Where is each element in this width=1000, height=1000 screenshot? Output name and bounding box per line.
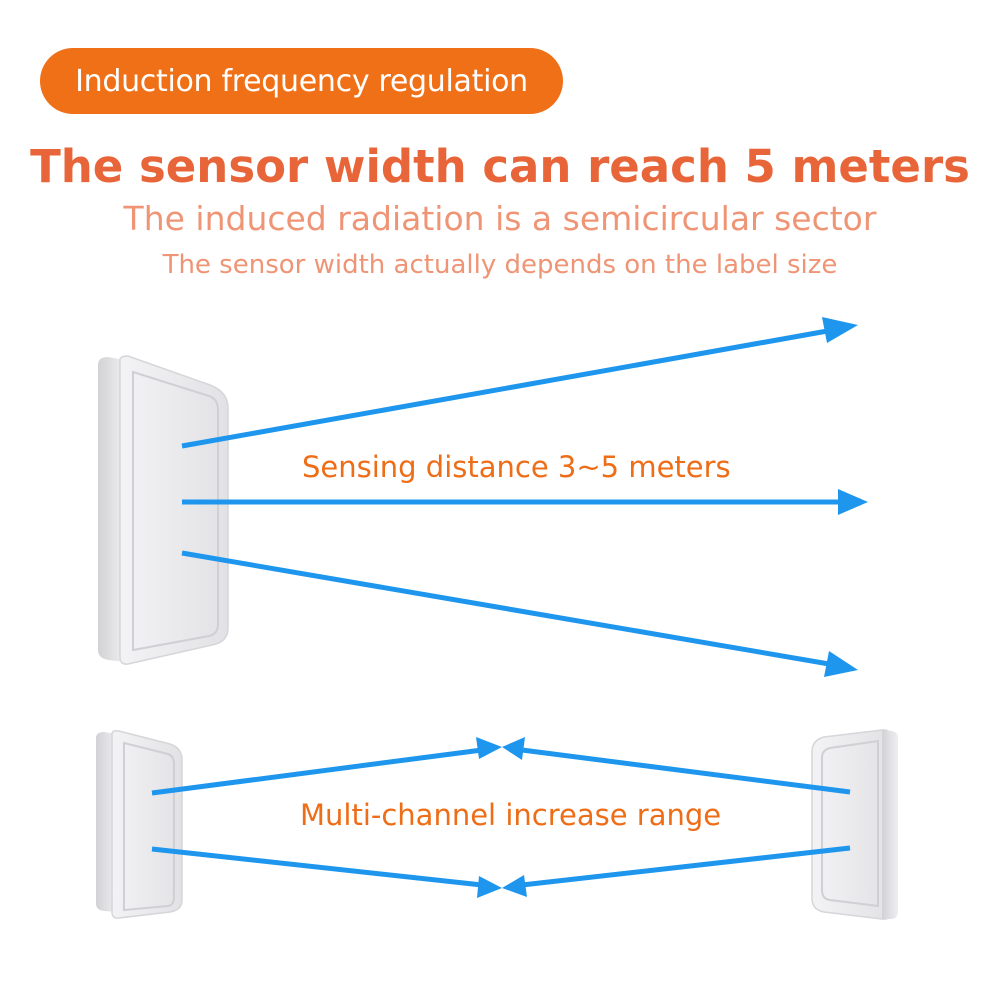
arrow-upper-head (822, 317, 858, 343)
arrow-right-bottom (521, 845, 851, 888)
arrow-right-top-head (502, 737, 525, 760)
reader-antenna-right (811, 729, 898, 920)
arrow-right-top (521, 747, 851, 795)
arrow-lower-head (824, 651, 858, 677)
headline: The sensor width can reach 5 meters (30, 140, 970, 193)
multi-channel-label: Multi-channel increase range (300, 798, 722, 832)
subtitle-label-size: The sensor width actually depends on the… (162, 250, 838, 280)
arrow-lower (181, 550, 836, 668)
arrow-right-bottom-head (502, 875, 527, 897)
radiation-arrows (151, 317, 868, 898)
sensing-distance-label: Sensing distance 3~5 meters (302, 450, 731, 484)
arrow-left-bottom (151, 846, 483, 888)
feature-badge: Induction frequency regulation (40, 48, 563, 114)
arrow-left-top (151, 747, 483, 796)
arrow-middle-head (838, 489, 868, 515)
arrow-left-top-head (476, 737, 502, 759)
arrow-upper (181, 327, 834, 449)
subtitle-radiation: The induced radiation is a semicircular … (123, 199, 877, 238)
arrow-left-bottom-head (477, 876, 502, 898)
feature-badge-text: Induction frequency regulation (75, 63, 528, 99)
reader-antenna-left (96, 730, 183, 919)
reader-antenna-large (98, 355, 229, 665)
